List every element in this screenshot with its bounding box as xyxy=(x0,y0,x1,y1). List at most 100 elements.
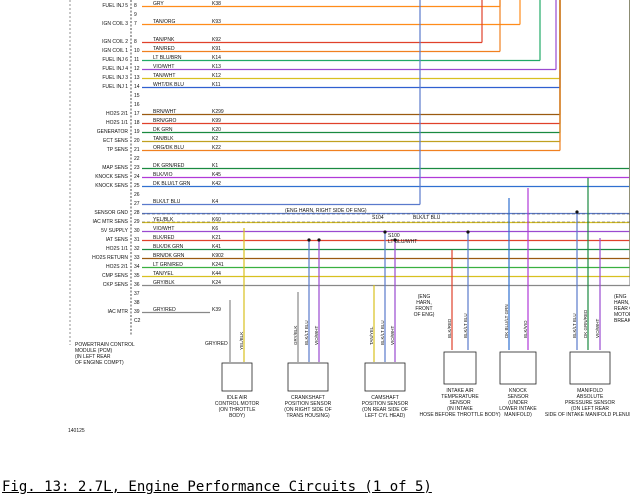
component-label: ABSOLUTE xyxy=(577,394,604,400)
splice-dot xyxy=(383,230,387,234)
component-label: HOSE BEFORE THROTTLE BODY) xyxy=(419,412,500,418)
wire-color-label: WHT/DK BLU xyxy=(153,82,184,88)
pin-number: 19 xyxy=(134,129,140,135)
wire-color-label: BLK/DK GRN xyxy=(153,244,184,250)
component-label: POSITION SENSOR xyxy=(362,401,409,407)
pin-function: FUEL INJ 1 xyxy=(102,84,128,90)
wire-label-vertical: VIO/WHT xyxy=(314,326,319,345)
wire-color-label: GRY/RED xyxy=(153,307,176,313)
pin-number: 25 xyxy=(134,183,140,189)
harness-note-top: (ENG HARN, RIGHT SIDE OF ENG) xyxy=(285,208,367,214)
pin-number: 29 xyxy=(134,219,140,225)
pcm-label: POWERTRAIN CONTROL xyxy=(75,342,135,348)
component-label: (ON REAR SIDE OF xyxy=(362,407,408,413)
pin-function: FUEL INJ 4 xyxy=(102,66,128,72)
component-label: INTAKE AIR xyxy=(446,388,474,394)
component-label: SENSOR xyxy=(507,394,529,400)
component-box xyxy=(443,351,477,385)
pin-function: IAC MTR SENS xyxy=(92,219,128,225)
circuit-code: K39 xyxy=(212,307,221,313)
splice-s100: S100 xyxy=(388,233,400,239)
component-label: KNOCK xyxy=(509,388,527,394)
pin-number: 9 xyxy=(134,12,137,18)
wire-label-vertical: TAN/YEL xyxy=(369,326,374,345)
diagram-id: 140125 xyxy=(68,428,85,434)
wire-label-vertical: BLK/LT BLU xyxy=(380,320,385,345)
pcm-label-2: MODULE (PCM) xyxy=(75,348,113,354)
pcm-label-3: (IN LEFT REAR xyxy=(75,354,111,360)
wire-color-label: TAN/YEL xyxy=(153,271,174,277)
pin-number: 28 xyxy=(134,210,140,216)
pin-function: IGN COIL 3 xyxy=(102,21,128,27)
labels: POWERTRAIN CONTROL MODULE (PCM) (IN LEFT… xyxy=(68,208,441,434)
component-label: MANIFOLD) xyxy=(504,412,532,418)
component-label: IDLE AIR xyxy=(227,395,248,401)
component-label: LOWER INTAKE xyxy=(499,406,537,412)
pin-number: 7 xyxy=(134,21,137,27)
pin-number: 15 xyxy=(134,93,140,99)
splice-dot xyxy=(317,238,321,242)
circuit-code: K13 xyxy=(212,64,221,70)
circuit-code: K12 xyxy=(212,73,221,79)
pin-function: IAT SENS xyxy=(106,237,129,243)
circuit-code: K45 xyxy=(212,172,221,178)
pin-function: ECT SENS xyxy=(103,138,129,144)
pin-number: 21 xyxy=(134,147,140,153)
component-label: PRESSURE SENSOR xyxy=(565,400,615,406)
wire-label: GRY/RED xyxy=(205,341,228,347)
pin-number: 30 xyxy=(134,228,140,234)
harness-note-right: REAR OF xyxy=(614,306,630,312)
pin-number: C2 xyxy=(134,318,141,324)
circuit-code: K11 xyxy=(212,82,221,88)
component-label: (UNDER xyxy=(508,400,528,406)
wire-color-label: LT GRN/RED xyxy=(153,262,183,268)
splice-dot xyxy=(307,238,311,242)
component-box xyxy=(287,362,329,392)
pin-number: 8 xyxy=(134,3,137,9)
circuit-code: K92 xyxy=(212,37,221,43)
pin-function: HO2S 1/1 xyxy=(106,120,128,126)
component-label: POSITION SENSOR xyxy=(285,401,332,407)
pin-number: 11 xyxy=(134,57,139,63)
pin-function: FUEL INJ 5 xyxy=(102,3,128,9)
wire-label-vertical: BLK/LT BLU xyxy=(304,320,309,345)
pin-row: 9 xyxy=(134,12,137,18)
wire-color-label: BRN/DK GRN xyxy=(153,253,185,259)
pin-number: 38 xyxy=(134,300,140,306)
wires xyxy=(142,0,630,362)
circuit-code: K1 xyxy=(212,163,218,169)
wire-color-label: LT BLU/BRN xyxy=(153,55,182,61)
pcm-label-4: OF ENGINE COMPT) xyxy=(75,360,124,366)
wire-color-label: TAN/ORG xyxy=(153,19,176,25)
pin-number: 20 xyxy=(134,138,140,144)
wire-color-label: TAN/WHT xyxy=(153,73,175,79)
wire-color-label: YEL/BLK xyxy=(153,217,174,223)
circuit-code: K21 xyxy=(212,235,221,241)
circuit-code: K20 xyxy=(212,127,221,133)
pin-row: 15 xyxy=(134,93,140,99)
component-label: CRANKSHAFT xyxy=(291,395,325,401)
pin-function: HO2S 2/1 xyxy=(106,264,128,270)
circuit-code: K91 xyxy=(212,46,221,52)
circuit-code: K24 xyxy=(212,280,221,286)
splice-s104-wire: BLK/LT BLU xyxy=(413,215,441,221)
pin-function: FUEL INJ 3 xyxy=(102,75,128,81)
pin-number: 36 xyxy=(134,282,140,288)
wire-color-label: GRY/BLK xyxy=(153,280,175,286)
pin-function: HO2S 1/1 xyxy=(106,246,128,252)
component-box xyxy=(364,362,406,392)
circuit-code: K41 xyxy=(212,244,221,250)
pin-function: SENSOR GND xyxy=(94,210,128,216)
